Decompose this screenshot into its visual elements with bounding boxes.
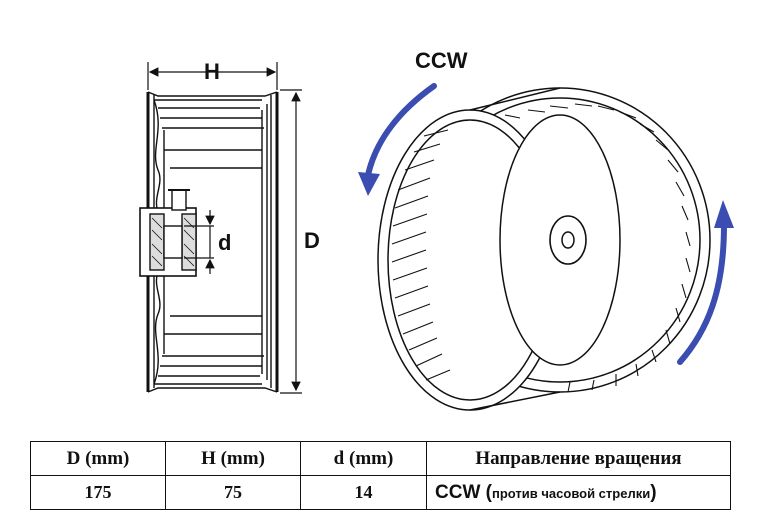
header-d-small-mm: d (mm) (300, 441, 427, 476)
header-d-mm: D (mm) (30, 441, 166, 476)
label-d-small: d (218, 230, 231, 255)
rotation-arrow-top (358, 83, 437, 196)
perspective-view (377, 87, 711, 411)
spec-header-row: D (mm) H (mm) d (mm) Направление вращени… (30, 441, 731, 476)
value-direction: CCW (против часовой стрелки) (426, 475, 731, 510)
spec-value-row: 175 75 14 CCW (против часовой стрелки) (30, 475, 731, 510)
spec-table: D (mm) H (mm) d (mm) Направление вращени… (30, 441, 731, 510)
fan-wheel-drawing: H D d (139, 48, 734, 411)
direction-main: CCW (435, 481, 481, 503)
side-view (139, 91, 279, 393)
header-h-mm: H (mm) (165, 441, 301, 476)
label-h: H (204, 59, 220, 84)
value-d-mm: 175 (30, 475, 166, 510)
direction-paren-close: ) (650, 481, 657, 503)
value-h-mm: 75 (165, 475, 301, 510)
d-big-dimension (280, 89, 302, 394)
value-d-small-mm: 14 (300, 475, 427, 510)
rotation-arrow-bottom (677, 200, 734, 365)
header-direction: Направление вращения (426, 441, 731, 476)
direction-note: против часовой стрелки (492, 485, 651, 501)
d-small-dimension (184, 210, 215, 274)
direction-paren-open: ( (480, 481, 492, 503)
rotation-label: CCW (415, 48, 468, 73)
label-d-big: D (304, 228, 320, 253)
h-dimension (147, 62, 278, 90)
